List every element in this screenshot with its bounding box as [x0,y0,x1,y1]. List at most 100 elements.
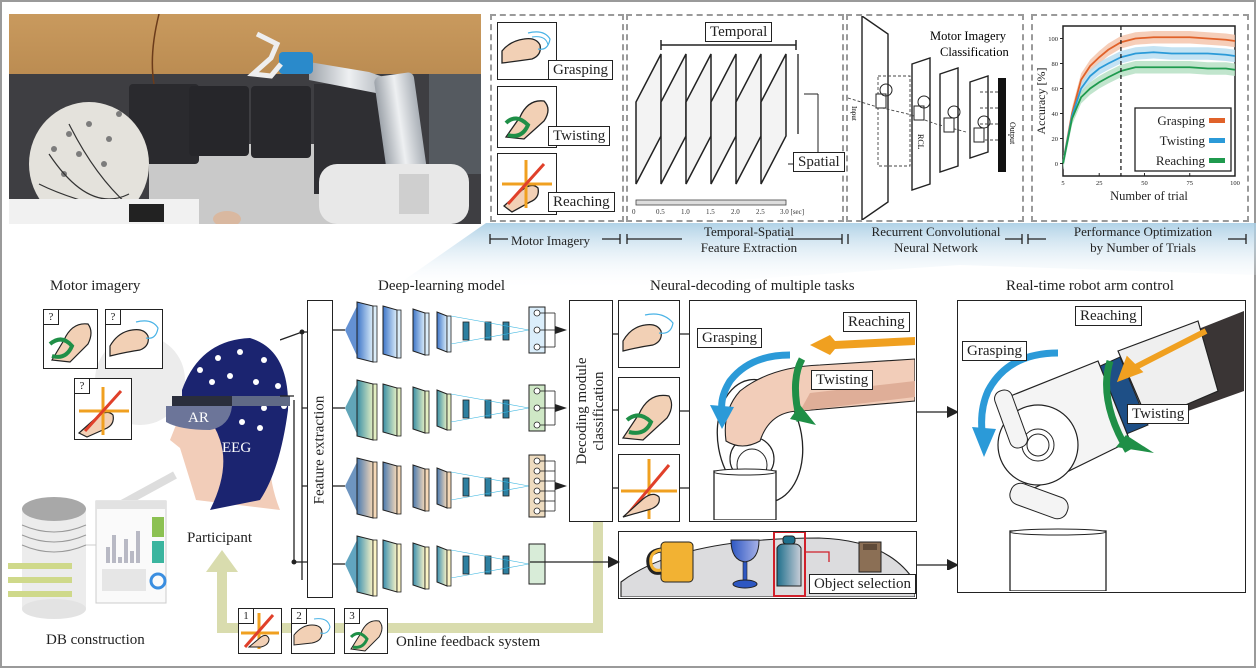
top-caption-rulers [489,234,1247,244]
fc-layer [502,477,510,497]
legend-label-grasping: Grasping [1157,113,1205,128]
fc-layer [462,321,470,341]
output-label: Output [1008,122,1017,145]
output-layer [528,454,546,518]
conv-layer [436,389,448,431]
panel-performance [1031,14,1249,222]
feedback-loop-arrow [206,522,603,633]
question-mark-1: ? [43,309,59,325]
conv-layer-side [424,312,430,356]
experiment-photo [9,14,481,224]
conv-layer-side [372,539,378,597]
ytick-label: 20 [1052,136,1059,143]
dl-row-1 [333,301,567,363]
conv-layer [436,467,448,509]
spatial-label: Spatial [793,152,845,172]
decoding-module-label: Decoding module classification [574,357,608,464]
rcnn-diagram: RCL Input Output Motor Imagery Classific… [848,16,1017,220]
xtick-label: 5 [1061,180,1064,187]
decoding-module-box [569,300,613,522]
caption-rcnn: Recurrent Convolutional Neural Network [866,224,1006,256]
output-layer [528,543,546,585]
x-axis-label: Number of trial [1110,189,1188,203]
robot-input-arrows [917,406,959,570]
fc-layer [502,321,510,341]
caption-performance-2: by Number of Trials [1090,240,1196,255]
caption-rcnn-1: Recurrent Convolutional [871,224,1001,239]
conv-layer-side [446,549,452,587]
wine-glass-icon [730,539,760,589]
output-arrow [555,326,567,334]
output-node [533,457,541,465]
caption-motor-imagery: Motor Imagery [511,233,591,248]
legend-swatch-grasping [1209,118,1225,123]
robot-scene [957,300,1246,593]
feedback-step-2: 2 [291,608,307,624]
output-node [533,404,541,412]
tick-0: 0 [632,208,636,216]
eeg-label: EEG [222,440,252,456]
caption-feature-extraction-1: Temporal-Spatial [703,224,795,239]
grasping-hand-icon [293,618,331,646]
band-reaching [1063,61,1235,170]
conv-layer [436,311,448,353]
decoding-module-label-2: classification [591,371,607,451]
dl-to-object-arrow [530,556,620,568]
grasping-hand-icon [501,31,551,64]
conv-layer-side [424,468,430,512]
conv-layer [356,301,374,363]
twisting-hand-icon [504,100,549,140]
tick-2-5: 2.5 [756,208,765,216]
xtick-label: 25 [1096,180,1103,187]
conv-layer [356,457,374,519]
decoding-module-label-1: Decoding module [574,357,590,465]
legend-swatch-twisting [1209,138,1225,143]
conv-layer [382,383,398,437]
dl-input-fan [345,306,357,356]
band-twisting [1063,46,1235,170]
robot-title: Real-time robot arm control [1006,278,1174,294]
fc-connections [450,549,530,579]
output-node [533,387,541,395]
fc-layer [462,399,470,419]
fc-layer [462,477,470,497]
twisting-hand-icon [621,394,673,441]
mi-grasping-label: Grasping [548,60,613,80]
caption-feature-extraction-2: Feature Extraction [700,240,798,255]
mug-icon [646,541,694,583]
ytick-label: 100 [1048,36,1058,43]
human-reaching-label: Reaching [843,312,910,332]
reaching-hand-icon [621,459,677,519]
rcl-label: RCL [916,134,925,150]
projection-band [390,223,1256,290]
caption-performance: Performance Optimization by Number of Tr… [1058,224,1228,256]
twisting-hand-icon [349,620,383,652]
line-twisting [1062,51,1236,164]
tick-0-5: 0.5 [656,208,665,216]
dl-input-fan [345,540,357,590]
fc-connections [450,393,530,423]
feature-extraction-label: Feature extraction [311,395,328,505]
conv-layer [356,379,374,441]
human-grasping-label: Grasping [697,328,762,348]
rcnn-title-2: Classification [940,45,1009,59]
panel-feature-extraction [626,14,844,222]
output-node [533,467,541,475]
xtick-label: 100 [1230,180,1240,187]
output-node [533,421,541,429]
feature-extraction-box [307,300,333,598]
output-node [533,309,541,317]
robot-reaching-label: Reaching [1075,306,1142,326]
conv-layer [382,461,398,515]
ytick-label: 80 [1052,61,1059,68]
participant-label: Participant [187,530,252,546]
online-feedback-label: Online feedback system [396,634,541,650]
dl-row-4 [333,535,546,597]
rcnn-title-1: Motor Imagery [930,29,1007,43]
line-reaching [1062,66,1236,164]
dl-row-3 [333,454,567,519]
db-construction-label: DB construction [46,632,145,648]
conv-layer [412,386,426,434]
decode-card-reach [618,454,680,522]
